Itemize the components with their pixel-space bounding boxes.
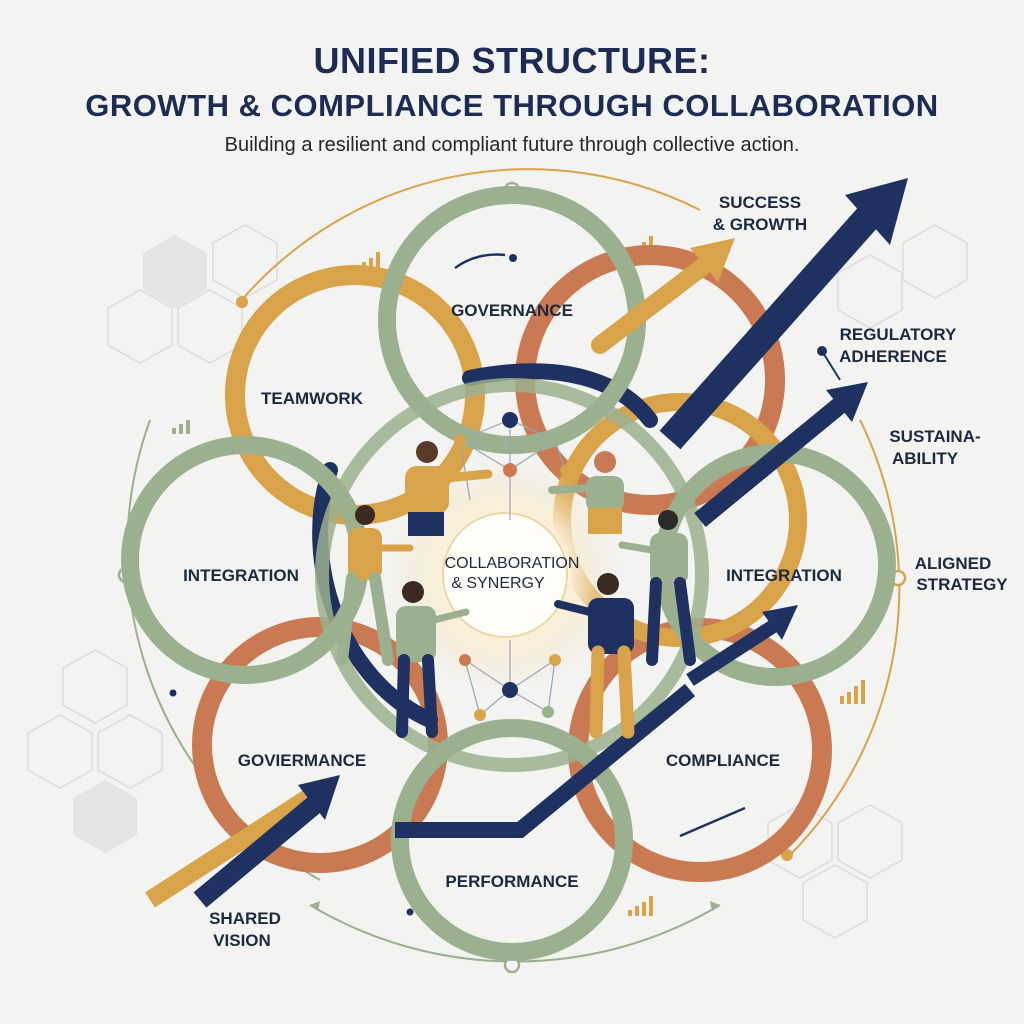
person-figure — [336, 505, 414, 666]
ring-label-integration-right: INTEGRATION — [726, 566, 842, 585]
orbit-arrowhead — [310, 901, 320, 911]
ring-label-governance-bottom: GOVIERMANCE — [238, 751, 366, 770]
accent-dot — [509, 254, 517, 262]
center-label-line1: COLLABORATION — [445, 555, 580, 572]
network-node — [560, 465, 570, 475]
navy-ribbon — [395, 683, 696, 838]
hexagon-decoration — [143, 235, 207, 308]
side-label-sustain-1: SUSTAINA- — [889, 427, 980, 446]
bar-chart-icon — [172, 420, 190, 434]
page-subtitle: Building a resilient and compliant futur… — [224, 134, 800, 156]
person-figure — [548, 451, 624, 534]
side-label-success-2: & GROWTH — [713, 215, 807, 234]
network-node — [503, 463, 517, 477]
hexagon-decoration — [62, 649, 128, 724]
bar-chart-icon — [840, 680, 865, 704]
person-figure — [396, 581, 470, 738]
navy-arrow-shaft — [659, 205, 881, 450]
hexagon-decoration — [837, 804, 903, 879]
hexagon-decoration — [97, 714, 163, 789]
center-label-line2: & SYNERGY — [451, 575, 545, 592]
side-label-aligned-2: STRATEGY — [916, 575, 1008, 594]
gold-arrowhead — [690, 238, 735, 282]
network-node — [542, 706, 554, 718]
hexagon-decoration — [767, 804, 833, 879]
navy-arrow-shaft — [193, 792, 327, 908]
navy-ribbon — [462, 363, 658, 428]
hexagon-decoration — [73, 780, 137, 853]
accent-arc — [454, 253, 506, 270]
navy-arrowhead — [845, 178, 908, 245]
bar-chart-icon — [628, 896, 653, 916]
hexagon-decoration — [802, 864, 868, 939]
page-title-line1: UNIFIED STRUCTURE: — [313, 40, 711, 81]
navy-arrow-shaft — [686, 619, 779, 686]
person-figure — [618, 510, 696, 666]
growth-arrows — [145, 178, 908, 908]
network-node — [549, 434, 561, 446]
network-node — [454, 434, 466, 446]
ring-label-compliance: COMPLIANCE — [666, 751, 780, 770]
side-label-sustain-2: ABILITY — [892, 449, 959, 468]
pointer-line — [821, 350, 841, 381]
side-label-regulatory-1: REGULATORY — [840, 325, 957, 344]
network-node — [502, 682, 518, 698]
accent-line — [679, 806, 746, 838]
network-nodes — [454, 412, 570, 721]
person-figure — [405, 441, 493, 536]
side-label-aligned-1: ALIGNED — [915, 554, 992, 573]
gold-arrow-shaft — [591, 256, 714, 354]
hexagon-decoration — [212, 224, 278, 299]
ring-label-integration-left: INTEGRATION — [183, 566, 299, 585]
orbit-dot — [169, 689, 177, 697]
orbit-dot — [406, 908, 414, 916]
navy-arrowhead — [826, 382, 868, 422]
ring-center-frame — [315, 378, 709, 772]
navy-arrowhead — [298, 775, 340, 820]
side-label-success-1: SUCCESS — [719, 193, 801, 212]
navy-arrowhead — [762, 605, 798, 640]
network-node — [459, 654, 471, 666]
network-node — [549, 654, 561, 666]
ring-label-governance-top: GOVERNANCE — [451, 301, 573, 320]
hexagon-decoration — [837, 254, 903, 329]
ring-performance — [391, 719, 633, 961]
network-node — [474, 709, 486, 721]
gold-arrow-shaft — [145, 782, 325, 908]
network-node — [502, 412, 518, 428]
ring-label-performance: PERFORMANCE — [445, 872, 578, 891]
hexagon-decoration — [107, 289, 173, 364]
page-title-line2: GROWTH & COMPLIANCE THROUGH COLLABORATIO… — [85, 88, 939, 123]
orbit-node — [236, 296, 248, 308]
people-group — [336, 441, 696, 739]
hexagon-decoration — [902, 224, 968, 299]
side-label-shared-1: SHARED — [209, 909, 281, 928]
orbit-node — [781, 849, 793, 861]
pointer-dot — [817, 346, 827, 356]
navy-arrow-shaft — [694, 398, 846, 527]
ring-label-teamwork: TEAMWORK — [261, 389, 364, 408]
hexagon-decoration — [27, 714, 93, 789]
background-hexagons — [27, 224, 968, 939]
center-disc — [442, 512, 568, 638]
orbit-arrowhead — [710, 901, 720, 911]
side-label-regulatory-2: ADHERENCE — [839, 347, 947, 366]
person-figure — [554, 573, 635, 739]
side-label-shared-2: VISION — [213, 931, 271, 950]
